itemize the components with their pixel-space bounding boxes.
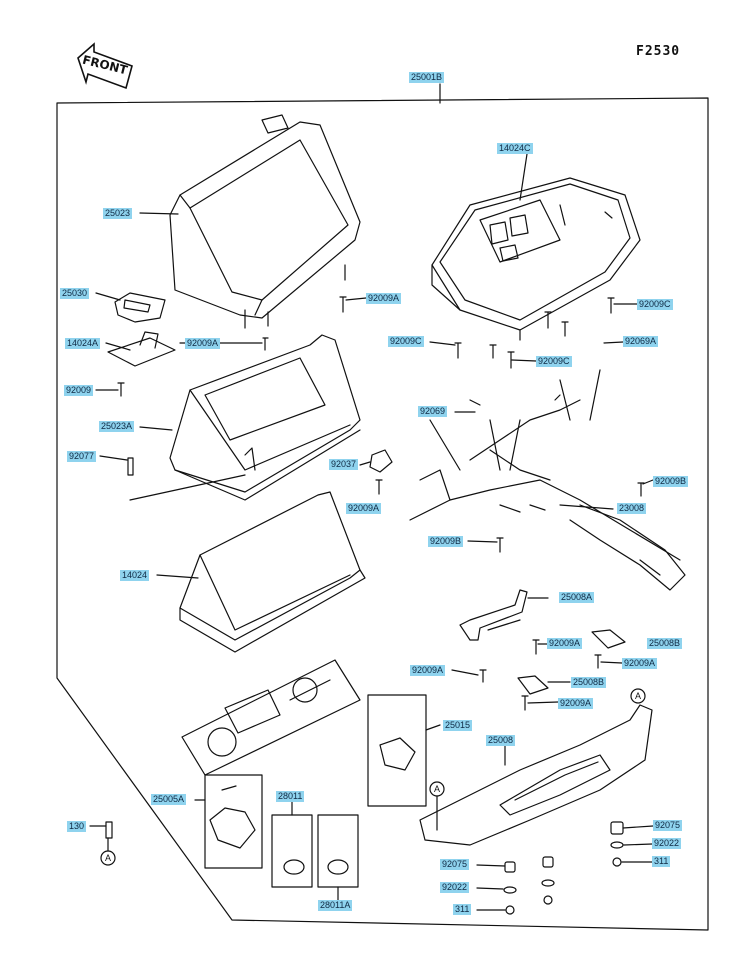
label-92069A: 92069A bbox=[623, 336, 659, 347]
label-14024: 14024 bbox=[120, 570, 150, 581]
label-25023: 25023 bbox=[103, 208, 133, 219]
label-25001B: 25001B bbox=[409, 72, 445, 83]
label-92009A-4: 92009A bbox=[547, 638, 583, 649]
label-92009C-1: 92009C bbox=[637, 299, 673, 310]
label-14024A: 14024A bbox=[65, 338, 101, 349]
label-25015: 25015 bbox=[443, 720, 473, 731]
label-28011: 28011 bbox=[276, 791, 305, 802]
label-92037: 92037 bbox=[329, 459, 359, 470]
callout-letter-3: A bbox=[635, 691, 641, 701]
harness-23008 bbox=[409, 369, 686, 591]
label-25030: 25030 bbox=[60, 288, 90, 299]
cover-25023A bbox=[127, 334, 361, 501]
label-92009A-6: 92009A bbox=[622, 658, 658, 669]
group-28011 bbox=[271, 814, 359, 888]
label-92069: 92069 bbox=[418, 406, 448, 417]
bolts bbox=[105, 296, 645, 839]
group-25005A bbox=[204, 774, 263, 869]
plate-25008B-1 bbox=[591, 629, 626, 649]
label-92009C-2: 92009C bbox=[388, 336, 424, 347]
hardware-stack bbox=[503, 821, 624, 915]
label-311-1: 311 bbox=[652, 856, 671, 867]
label-14024C: 14024C bbox=[497, 143, 533, 154]
label-92009B-2: 92009B bbox=[428, 536, 464, 547]
callout-letter-1: A bbox=[105, 853, 111, 863]
instrument-panel bbox=[181, 659, 361, 776]
upper-cover-25023 bbox=[169, 114, 361, 329]
front-arrow-icon bbox=[77, 42, 133, 90]
meter-housing-14024C bbox=[431, 177, 641, 341]
label-25008B-2: 25008B bbox=[571, 677, 607, 688]
assembly-frame bbox=[56, 97, 709, 931]
label-25008: 25008 bbox=[486, 735, 516, 746]
plate-25008B-2 bbox=[517, 675, 549, 695]
callout-letter-2: A bbox=[434, 784, 440, 794]
label-92075-1: 92075 bbox=[653, 820, 683, 831]
label-92022-1: 92022 bbox=[652, 838, 682, 849]
label-25008B-1: 25008B bbox=[647, 638, 683, 649]
label-311-2: 311 bbox=[453, 904, 472, 915]
label-23008: 23008 bbox=[617, 503, 647, 514]
label-92022-2: 92022 bbox=[440, 882, 470, 893]
label-92009C-3: 92009C bbox=[536, 356, 572, 367]
label-92075-2: 92075 bbox=[440, 859, 470, 870]
lens-14024 bbox=[179, 491, 366, 653]
label-92009A-3: 92009A bbox=[346, 503, 382, 514]
part-25030 bbox=[114, 292, 166, 323]
diagram-code: F2530 bbox=[636, 44, 681, 59]
callout-circle-3 bbox=[630, 688, 646, 704]
label-92009A-2: 92009A bbox=[185, 338, 221, 349]
label-130: 130 bbox=[67, 821, 87, 832]
bracket-25008A bbox=[459, 589, 549, 641]
label-92009-1: 92009 bbox=[64, 385, 94, 396]
group-25015 bbox=[367, 694, 427, 807]
label-92009A-5: 92009A bbox=[410, 665, 446, 676]
label-28011A: 28011A bbox=[318, 900, 353, 911]
bracket-14024A bbox=[107, 331, 176, 367]
label-25005A: 25005A bbox=[151, 794, 187, 805]
label-92009A-7: 92009A bbox=[558, 698, 594, 709]
label-92009A-1: 92009A bbox=[366, 293, 402, 304]
base-plate-25008 bbox=[419, 704, 653, 846]
label-92077: 92077 bbox=[67, 451, 97, 462]
label-25023A: 25023A bbox=[99, 421, 135, 432]
label-25008A: 25008A bbox=[559, 592, 595, 603]
clamp-92037 bbox=[369, 449, 393, 473]
label-92009B-1: 92009B bbox=[653, 476, 689, 487]
